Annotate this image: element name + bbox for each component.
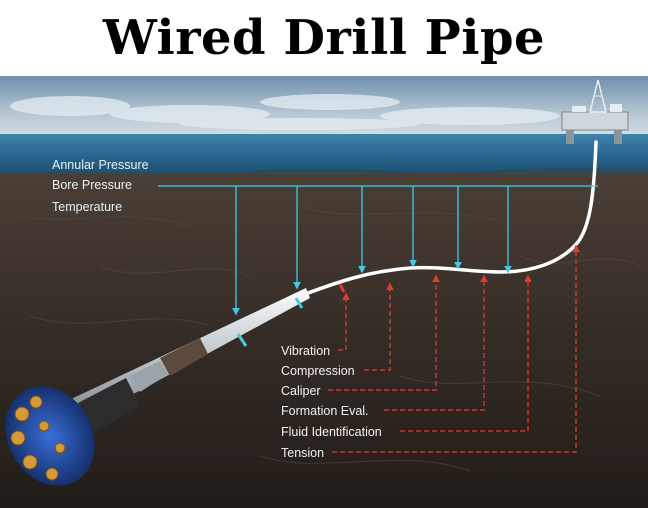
offshore-rig — [561, 79, 629, 144]
upper-labels: Annular Pressure Bore Pressure Temperatu… — [52, 158, 149, 214]
figure-title: Wired Drill Pipe — [0, 0, 648, 76]
label-tension: Tension — [281, 446, 324, 460]
label-temperature: Temperature — [52, 200, 122, 214]
label-bore-pressure: Bore Pressure — [52, 178, 132, 192]
lower-labels: Vibration Compression Caliper Formation … — [281, 344, 382, 460]
label-compression: Compression — [281, 364, 355, 378]
rock-texture — [19, 205, 641, 472]
drill-string — [48, 283, 346, 434]
diagram-scene: Annular Pressure Bore Pressure Temperatu… — [0, 76, 648, 508]
lower-sensor-lines — [328, 244, 580, 453]
label-annular-pressure: Annular Pressure — [52, 158, 149, 172]
upper-sensor-lines — [158, 185, 598, 316]
label-caliper: Caliper — [281, 384, 321, 398]
drill-bit — [5, 386, 95, 486]
label-formation-eval: Formation Eval. — [281, 404, 369, 418]
clouds — [10, 94, 560, 130]
label-vibration: Vibration — [281, 344, 330, 358]
label-fluid-identification: Fluid Identification — [281, 425, 382, 439]
